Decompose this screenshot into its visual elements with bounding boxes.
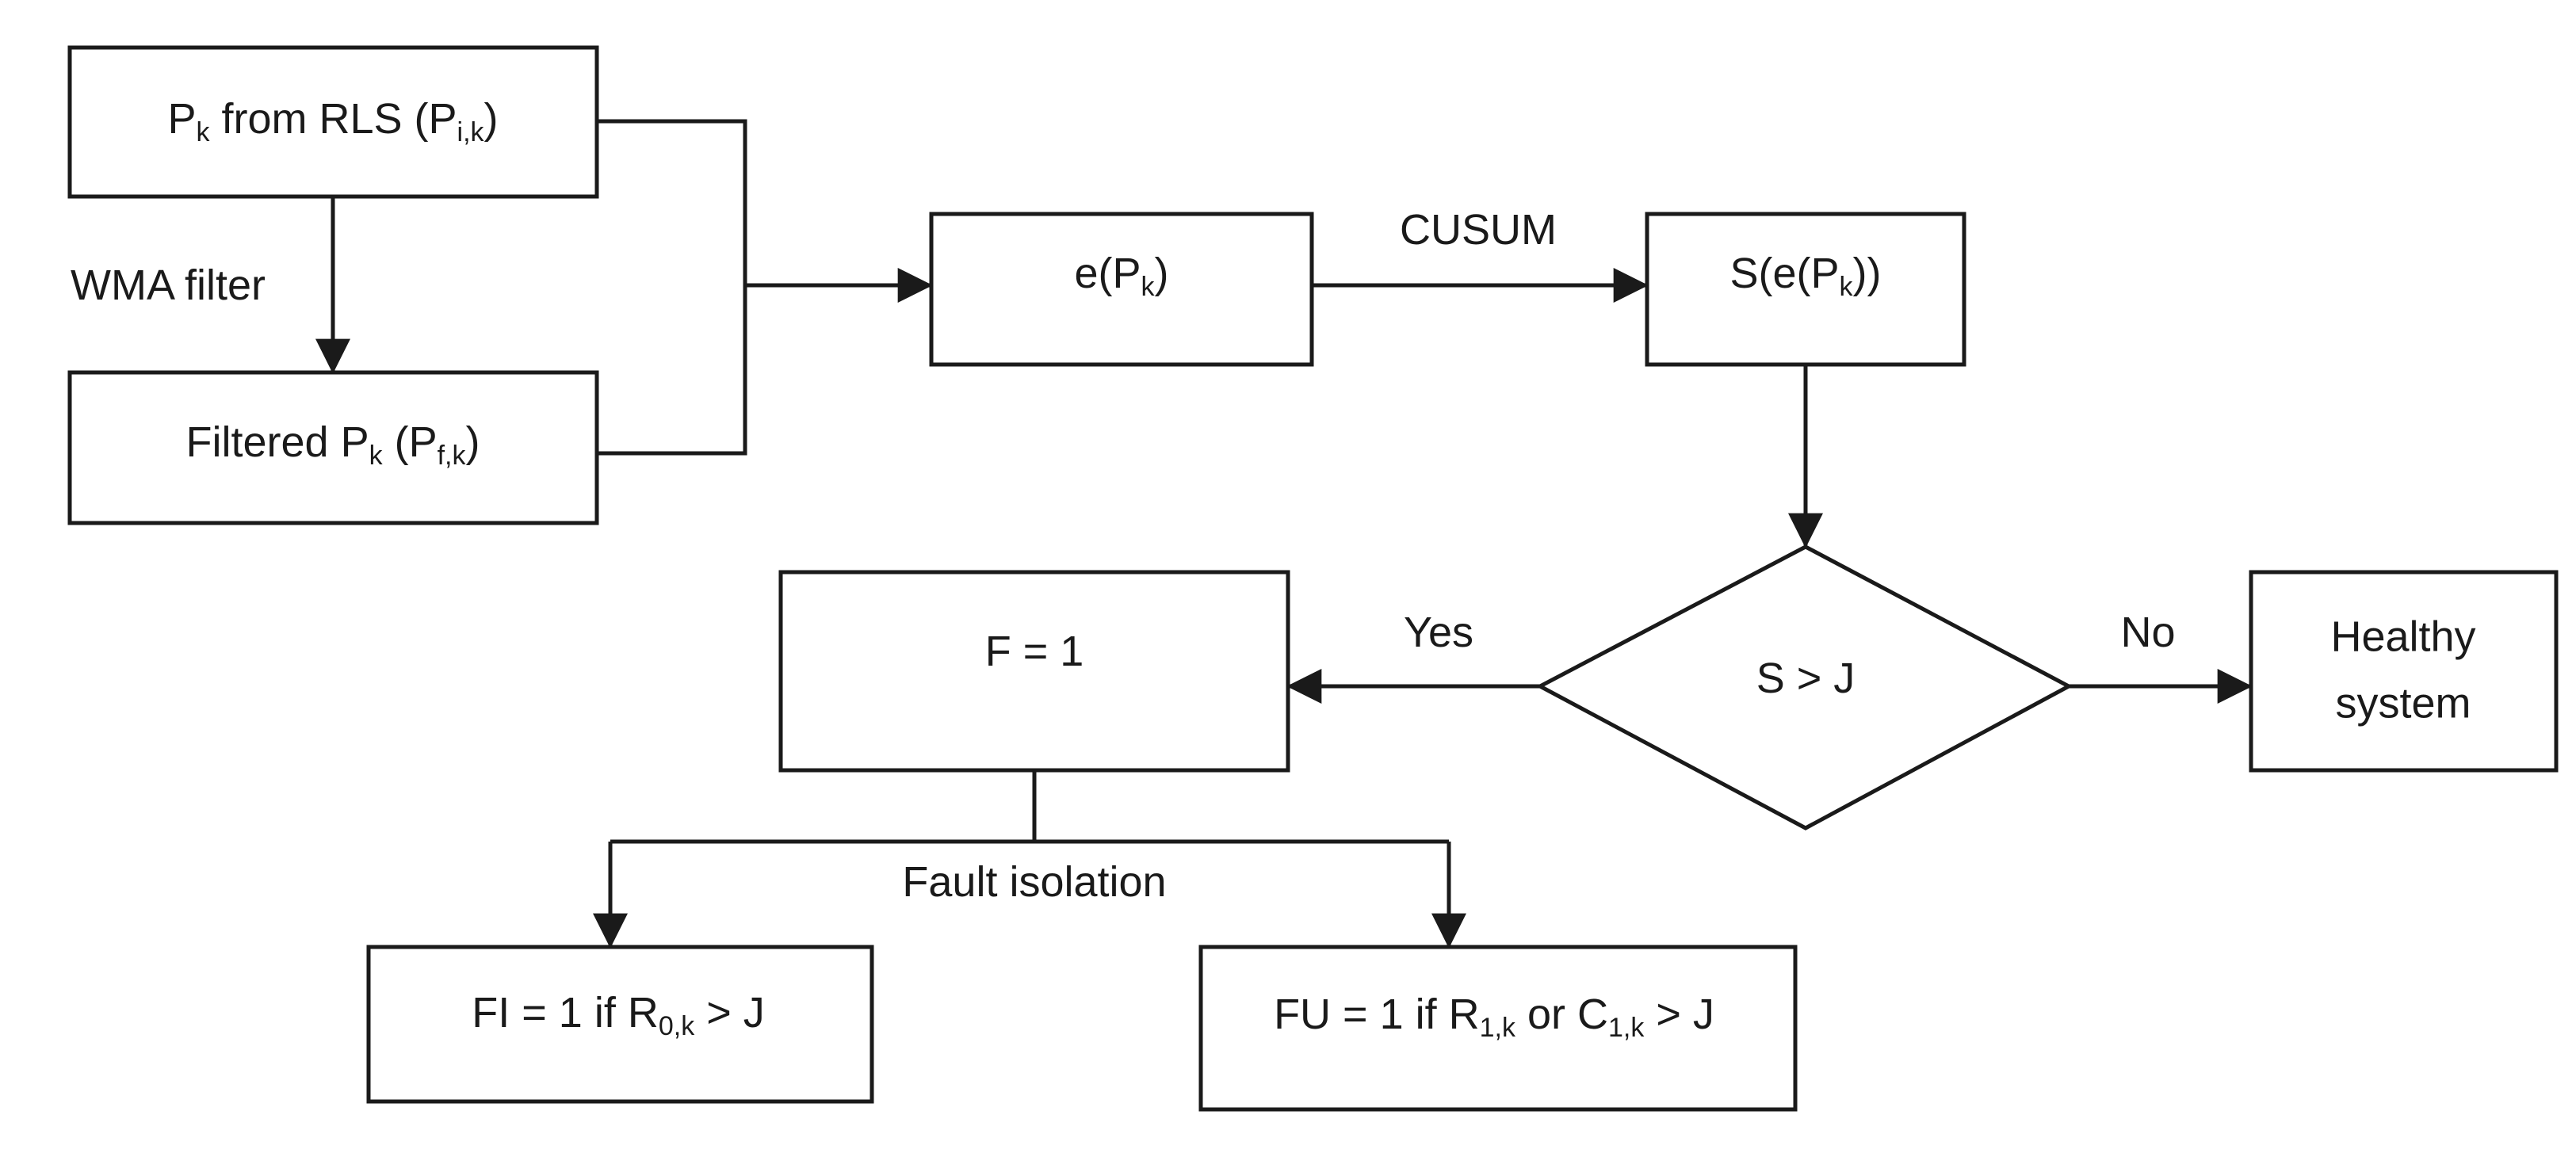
- cusum-sum-label: S(e(Pk)): [1729, 250, 1882, 302]
- healthy-label: Healthy system: [2330, 604, 2475, 736]
- filtered-box: [67, 370, 599, 525]
- healthy-line-1: Healthy: [2330, 613, 2476, 661]
- filtered-label: Filtered Pk (Pf,k): [185, 418, 480, 471]
- healthy-box: [2249, 570, 2559, 773]
- error-label: e(Pk): [1074, 250, 1169, 302]
- decision-label: S > J: [1756, 655, 1856, 702]
- cusum-label: CUSUM: [1400, 206, 1557, 254]
- fu-label: FU = 1 if R1,k or C1,k > J: [1274, 991, 1714, 1043]
- no-label: No: [2120, 609, 2176, 656]
- merge-connector: [597, 119, 747, 456]
- rls-label: Pk from RLS (Pi,k): [167, 95, 499, 147]
- isolation-split: [610, 770, 1037, 844]
- wma-filter-label: WMA filter: [70, 262, 266, 309]
- fi-label: FI = 1 if R0,k > J: [472, 989, 765, 1041]
- cusum-sum-box: [1645, 212, 1966, 367]
- fu-box: [1198, 945, 1798, 1112]
- healthy-line-2: system: [2335, 679, 2471, 727]
- decision-diamond: [1535, 544, 2073, 830]
- yes-label: Yes: [1403, 609, 1474, 656]
- fault-flag-label: F = 1: [984, 628, 1084, 675]
- rls-box: [67, 45, 599, 199]
- fault-isolation-label: Fault isolation: [902, 858, 1167, 906]
- error-box: [929, 212, 1314, 367]
- fi-box: [366, 945, 874, 1104]
